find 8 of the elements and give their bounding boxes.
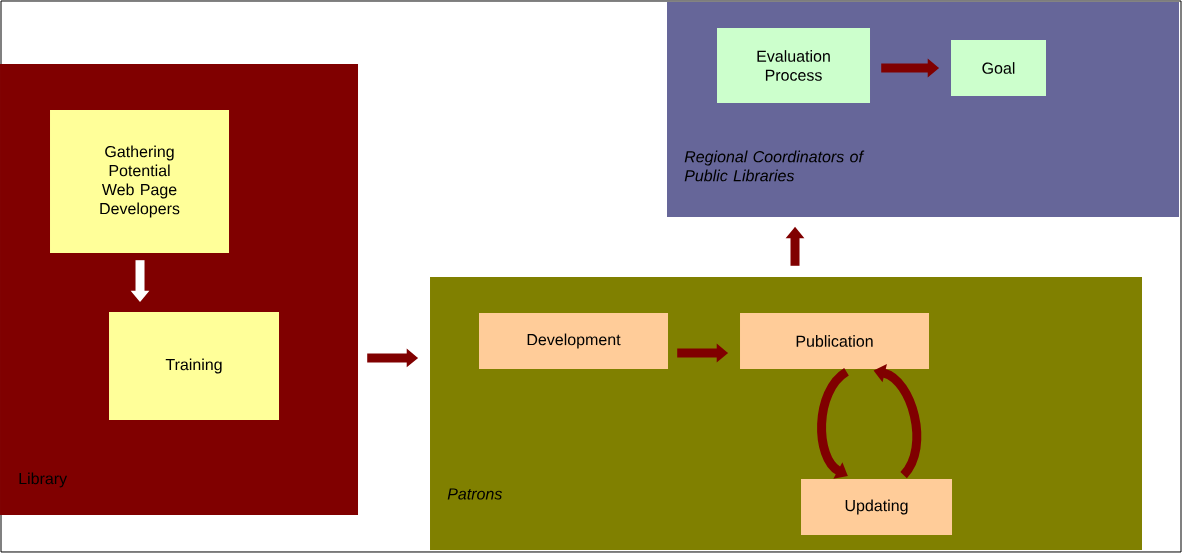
block-arrow — [817, 368, 850, 479]
process-box: Goal — [951, 40, 1046, 96]
process-box: Gathering Potential Web Page Developers — [50, 110, 229, 253]
process-box: Updating — [801, 479, 952, 535]
process-box: Development — [479, 313, 668, 369]
process-box: Evaluation Process — [717, 28, 870, 103]
process-box: Training — [109, 312, 279, 420]
process-box: Publication — [740, 313, 929, 369]
